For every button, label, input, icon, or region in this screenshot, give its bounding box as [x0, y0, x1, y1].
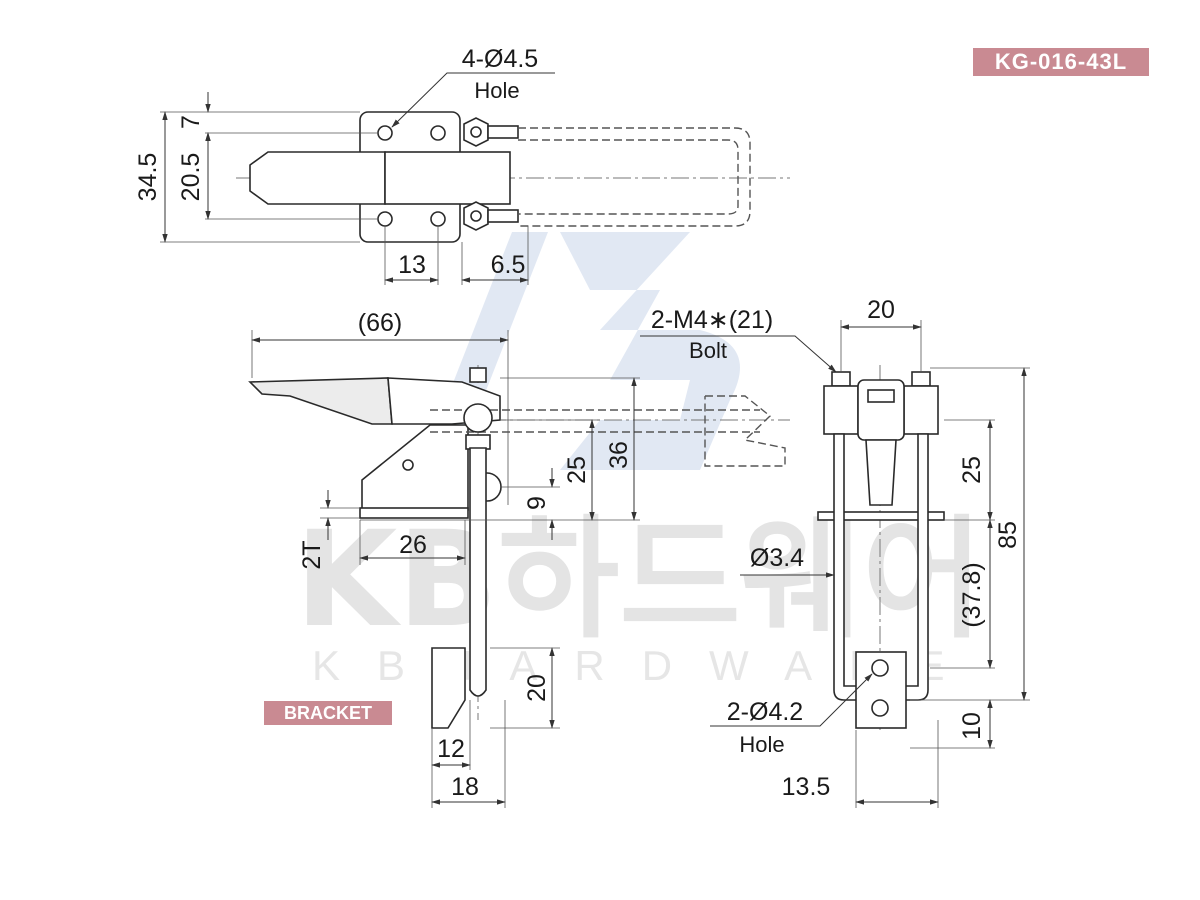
hole-icon: [377, 125, 393, 141]
dim-bracket-slot: 12: [437, 735, 465, 763]
hex-nut-icon: [831, 371, 851, 387]
dim-total-height: 85: [994, 521, 1022, 549]
dim-bar-height: 25: [563, 456, 591, 484]
dim-bracket-height: 20: [523, 674, 551, 702]
dim-bolt-offset: 6.5: [491, 251, 526, 279]
dim-loop-length: (37.8): [958, 562, 986, 627]
top-view: [160, 72, 790, 285]
pivot-icon: [402, 459, 414, 471]
hex-nut-icon: [911, 371, 931, 387]
front-hole-label: Hole: [739, 732, 784, 757]
dim-wire-dia: Ø3.4: [750, 544, 804, 572]
dim-hole-offset: 7: [177, 115, 205, 129]
dim-base-length: 26: [399, 531, 427, 559]
hex-nut-icon: [469, 367, 487, 383]
top-handle: [249, 151, 386, 205]
hole-icon: [871, 659, 889, 677]
front-bolt-spec: 2-M4∗(21): [651, 306, 773, 334]
side-rod: [469, 447, 487, 697]
front-arm: [865, 439, 897, 506]
top-body: [384, 151, 511, 205]
bracket-label-badge: BRACKET: [264, 701, 392, 725]
hole-icon: [430, 211, 446, 227]
side-view: [248, 330, 790, 808]
dim-overall-height: 34.5: [134, 153, 162, 202]
hole-icon: [377, 211, 393, 227]
hex-nut-icon: [465, 434, 491, 450]
dim-thickness: 2T: [298, 540, 326, 569]
hole-icon: [871, 699, 889, 717]
front-base-plate: [817, 511, 945, 521]
top-hole-label: Hole: [474, 78, 519, 103]
dim-front-bracket-height: 10: [958, 712, 986, 740]
dim-hole-pitch: 20.5: [177, 153, 205, 202]
model-code-badge: KG-016-43L: [973, 48, 1149, 76]
dim-overall-length: (66): [358, 309, 402, 337]
front-nut-right: [903, 385, 939, 435]
dim-pivot-height: 9: [523, 496, 551, 510]
side-handle: [248, 377, 393, 425]
front-hole-spec: 2-Ø4.2: [727, 698, 803, 726]
dim-bracket-width: 18: [451, 773, 479, 801]
side-bracket: [431, 647, 466, 729]
dim-upper-height: 25: [958, 456, 986, 484]
dim-bolt-pitch: 20: [867, 296, 895, 324]
watermark-korean: KB하드웨어: [295, 503, 984, 657]
front-nut-left: [823, 385, 859, 435]
front-link: [857, 379, 905, 441]
side-body: [361, 424, 469, 511]
hole-icon: [430, 125, 446, 141]
dim-front-bracket-width: 13.5: [782, 773, 831, 801]
top-hole-spec: 4-Ø4.5: [462, 45, 538, 73]
front-view: [640, 320, 1030, 808]
front-bolt-label: Bolt: [689, 338, 727, 363]
dim-side-overall-height: 36: [605, 441, 633, 469]
side-base-plate: [359, 507, 469, 519]
dim-base-width: 13: [398, 251, 426, 279]
